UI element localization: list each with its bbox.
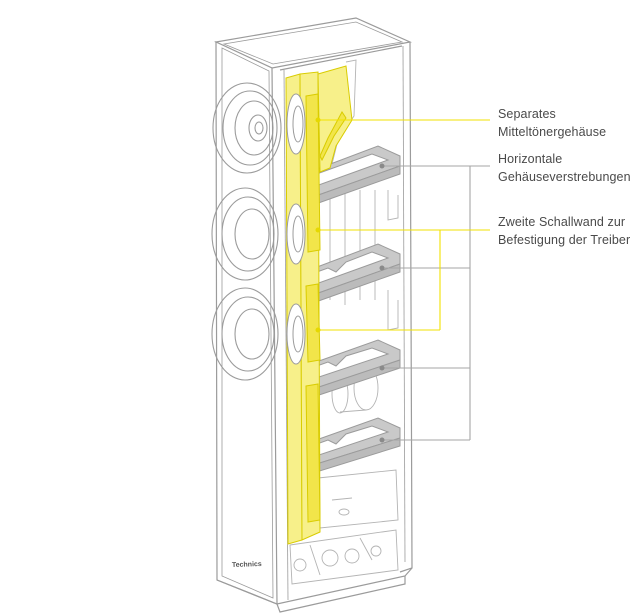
callout-bracing-line-1: Horizontale [498, 152, 563, 166]
callout-midrange-line-1: Separates [498, 107, 556, 121]
leader-bracing-trunk [469, 165, 490, 440]
callout-baffle-line-1: Zweite Schallwand zur [498, 215, 626, 229]
callout-leaders [315, 117, 490, 443]
brand-logo: Technics [232, 561, 262, 569]
woofer-lower-driver [211, 287, 279, 381]
leader-midrange-dot [315, 117, 321, 123]
speaker-cabinet [214, 17, 413, 613]
callout-horizontal-bracing: Horizontale Gehäuseverstrebungen [498, 150, 631, 186]
callout-second-baffle: Zweite Schallwand zur Befestigung der Tr… [498, 213, 630, 249]
callout-midrange-line-2: Mitteltönergehäuse [498, 125, 607, 139]
callout-bracing-line-2: Gehäuseverstrebungen [498, 170, 631, 184]
midrange-enclosure [317, 65, 353, 173]
leader-baffle-trunk [439, 229, 490, 330]
woofer-upper-driver [211, 187, 279, 281]
tweeter-midrange-driver [212, 82, 282, 174]
callout-midrange-enclosure: Separates Mitteltönergehäuse [498, 105, 606, 141]
callout-baffle-line-2: Befestigung der Treiber [498, 233, 631, 247]
driver-rear-housings [286, 93, 306, 365]
brand-label: Technics [232, 561, 262, 569]
